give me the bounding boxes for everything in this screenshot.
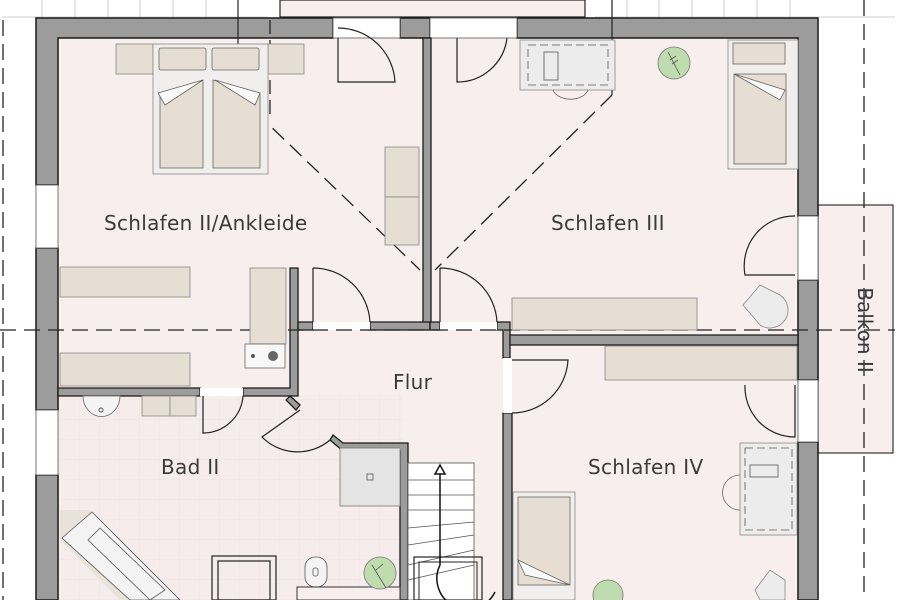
bathtub bbox=[60, 510, 181, 600]
shelf-4 bbox=[604, 345, 798, 381]
stair-direction-arrow bbox=[433, 463, 496, 600]
plant-icon bbox=[657, 46, 691, 80]
room-label-schlafen-4: Schlafen IV bbox=[588, 455, 704, 479]
room-label-bad-2: Bad II bbox=[161, 455, 220, 479]
plant-icon bbox=[592, 579, 624, 600]
bath-cabinet bbox=[211, 555, 277, 600]
armchair-4 bbox=[754, 569, 786, 600]
toilet bbox=[296, 556, 401, 600]
washbasin bbox=[82, 395, 121, 417]
room-label-flur: Flur bbox=[393, 370, 433, 394]
shelf-3 bbox=[511, 297, 698, 331]
washer-dryer bbox=[244, 343, 286, 369]
armchair-3 bbox=[742, 284, 789, 329]
roof-edge-lines bbox=[2, 0, 895, 18]
staircase bbox=[407, 462, 483, 600]
wardrobe bbox=[59, 146, 420, 417]
desk-3 bbox=[519, 39, 616, 100]
door-openings bbox=[200, 322, 512, 413]
plant-icon bbox=[363, 556, 397, 590]
upper-floor-strip bbox=[279, 0, 586, 18]
single-bed-4 bbox=[512, 491, 576, 600]
door-swings bbox=[202, 27, 796, 453]
balkon-2 bbox=[817, 204, 894, 454]
window-openings bbox=[35, 17, 819, 476]
shower bbox=[339, 447, 401, 507]
double-bed bbox=[115, 43, 305, 175]
room-label-balkon-2: Balkon II bbox=[853, 287, 877, 373]
single-bed-3 bbox=[727, 39, 799, 170]
room-label-schlafen-2: Schlafen II/Ankleide bbox=[104, 211, 308, 235]
desk-4 bbox=[722, 442, 798, 536]
room-label-schlafen-3: Schlafen III bbox=[551, 211, 665, 235]
